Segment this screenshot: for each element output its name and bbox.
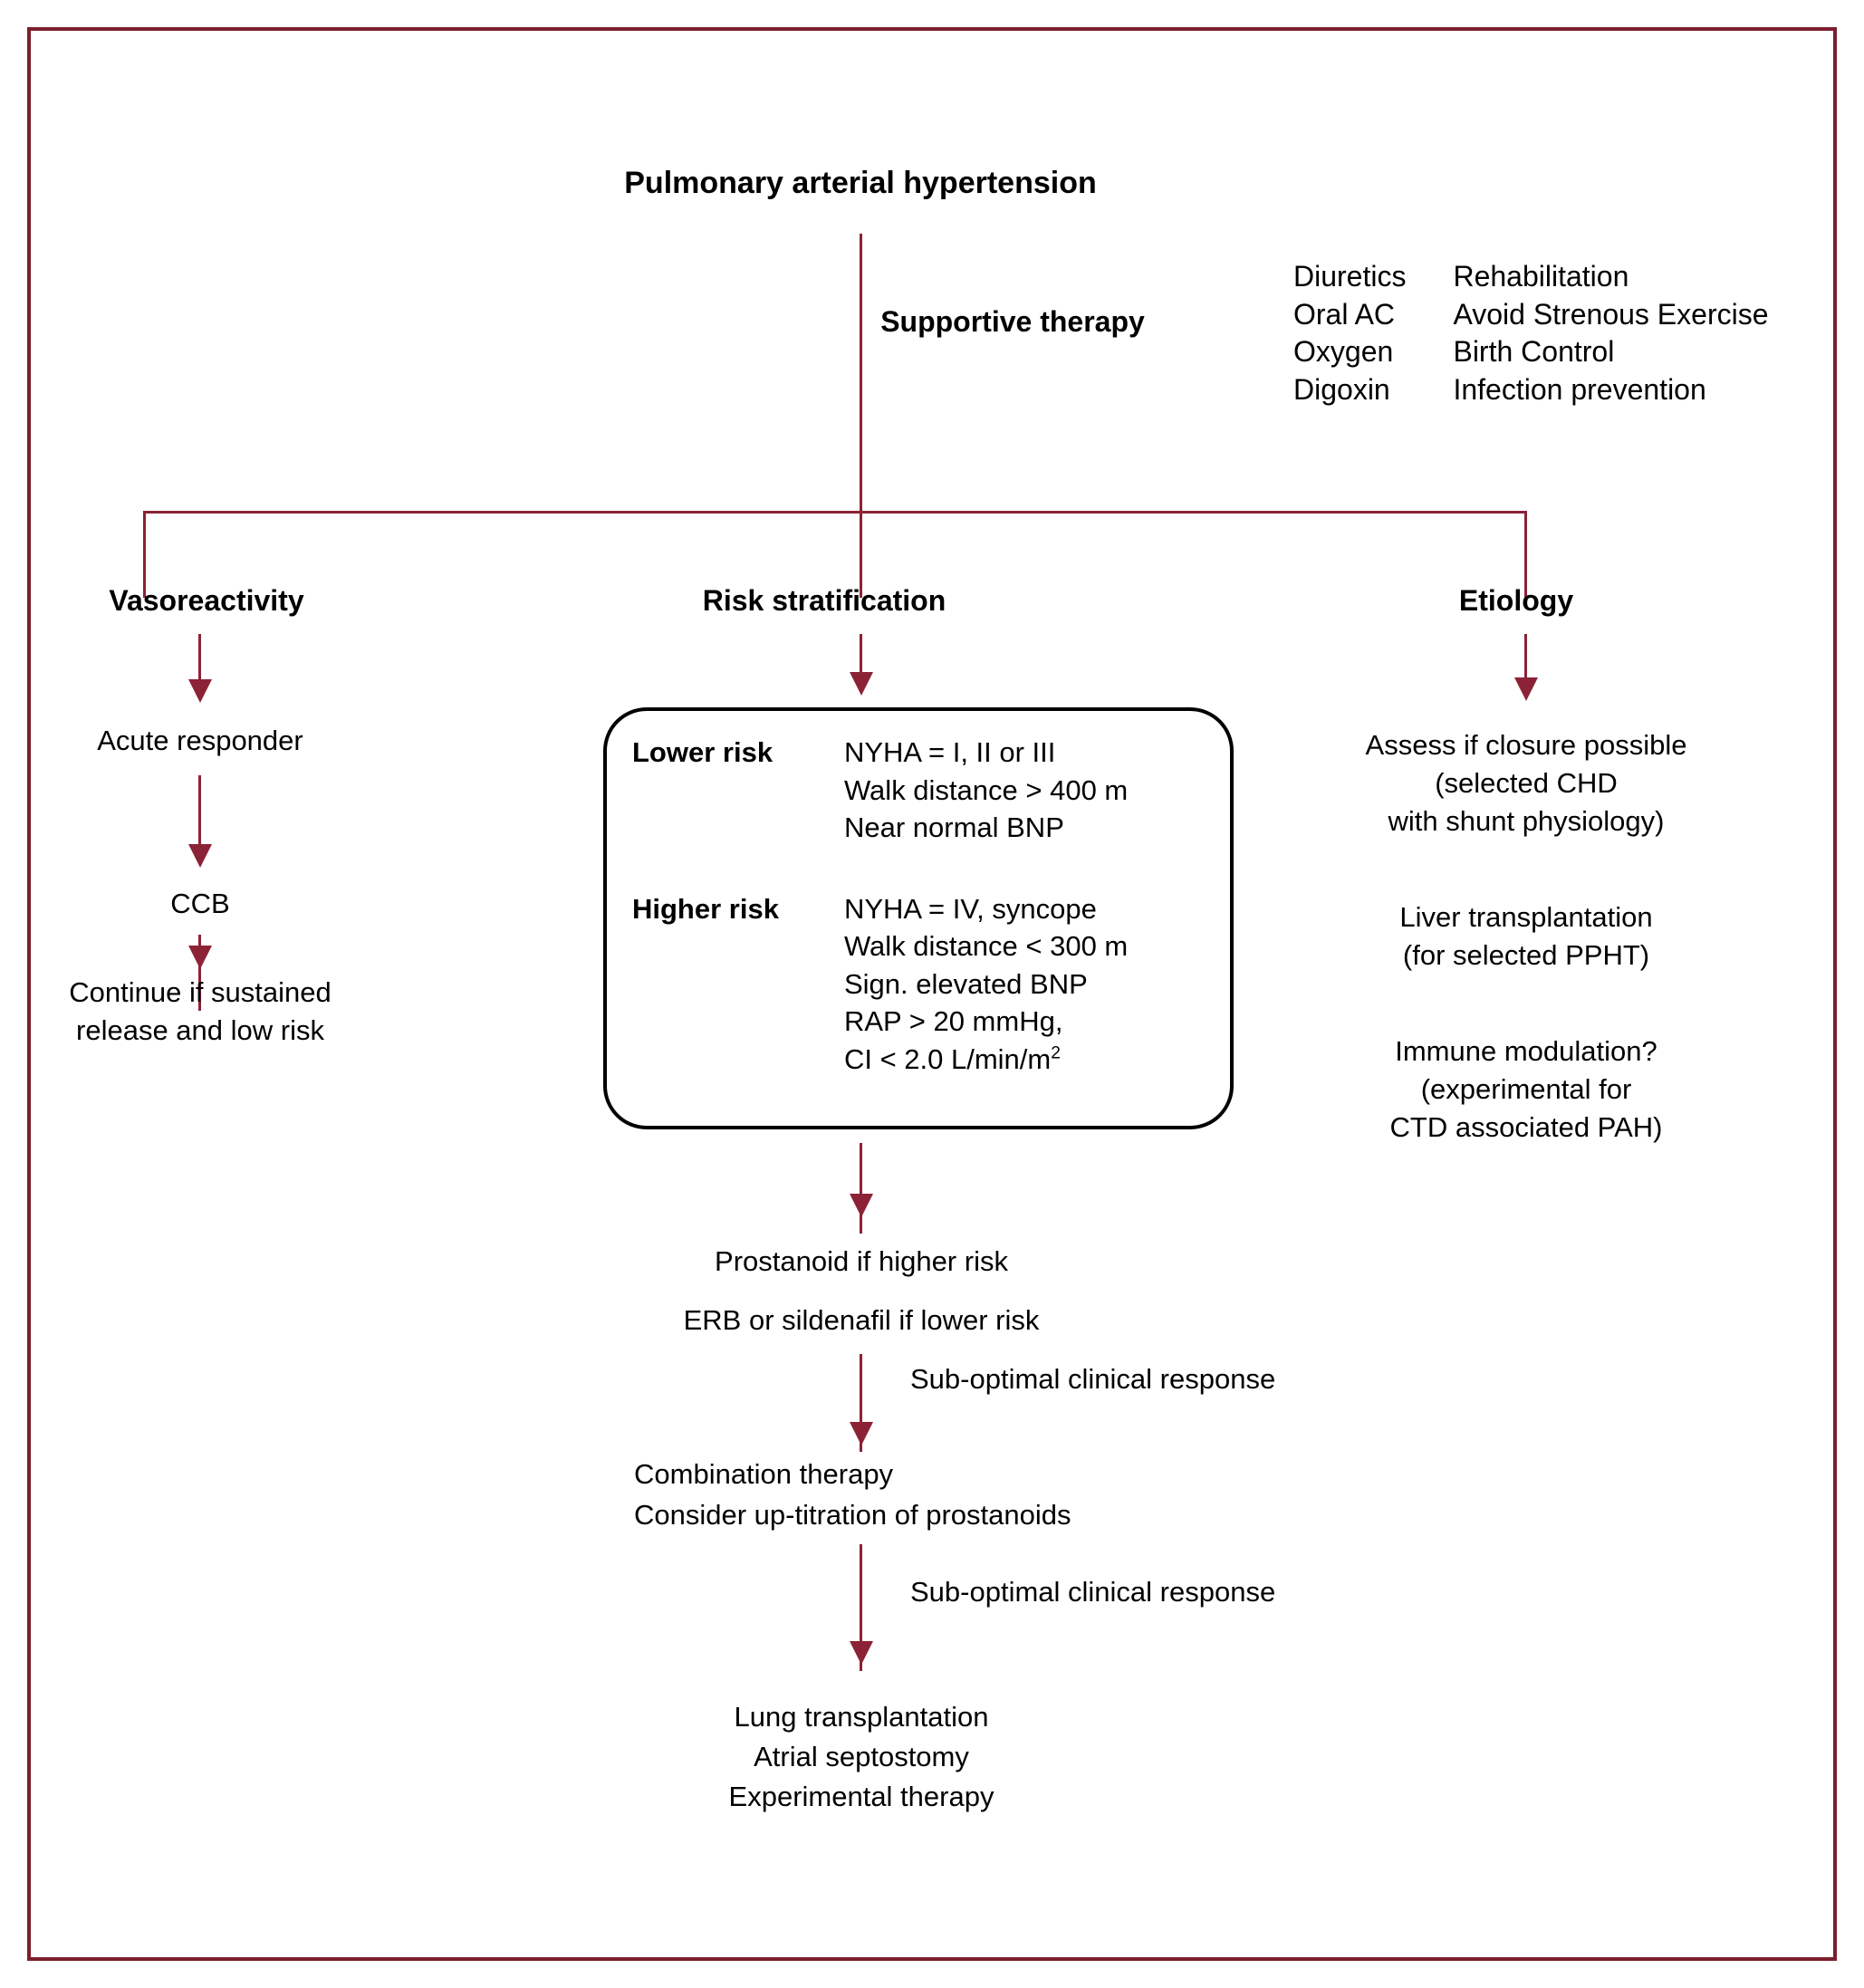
etiology-immune-line2: (experimental for: [1420, 1073, 1632, 1105]
connector-vaso-3: [198, 935, 201, 1011]
risk-lower-label: Lower risk: [632, 736, 773, 768]
supportive-item-left: Diuretics: [1293, 260, 1407, 293]
etiology-closure-line3: with shunt physiology): [1388, 805, 1665, 837]
supportive-item-left: Oxygen: [1293, 335, 1394, 369]
risk-ci-superscript: 2: [1051, 1043, 1061, 1063]
vaso-step-continue-line1: Continue if sustained: [69, 976, 331, 1008]
arrowhead-response-2: [850, 1641, 873, 1665]
arrowhead-etiology-1: [1514, 677, 1538, 701]
supportive-item-right: Avoid Strenous Exercise: [1453, 297, 1769, 331]
risk-lower-criterion: Near normal BNP: [843, 812, 1064, 844]
supportive-item-left: Digoxin: [1293, 372, 1390, 406]
risk-grid-spacer: [632, 1003, 779, 1041]
arrowhead-vaso-1: [188, 679, 212, 703]
supportive-therapy-list: Diuretics Rehabilitation Oral AC Avoid S…: [1293, 258, 1769, 408]
final-option-lung-transplantation: Lung transplantation: [734, 1701, 989, 1733]
connector-branch-center-drop: [860, 511, 862, 598]
connector-vaso-2: [198, 775, 201, 850]
arrowhead-response-1: [850, 1422, 873, 1445]
connector-response-2: [860, 1544, 862, 1671]
suboptimal-response-label-1: Sub-optimal clinical response: [910, 1363, 1276, 1395]
risk-higher-label: Higher risk: [632, 892, 779, 925]
etiology-liver-line2: (for selected PPHT): [1402, 939, 1650, 971]
risk-higher-criterion-ci: CI < 2.0 L/min/m2: [844, 1041, 1128, 1079]
combination-therapy-line2: Consider up-titration of prostanoids: [634, 1499, 1071, 1531]
supportive-item-right: Infection prevention: [1453, 372, 1706, 406]
supportive-item-right: Birth Control: [1453, 335, 1615, 369]
branch-header-risk-stratification: Risk stratification: [702, 584, 946, 617]
vaso-step-ccb: CCB: [170, 888, 230, 919]
arrowhead-vaso-2: [188, 844, 212, 868]
page-title: Pulmonary arterial hypertension: [624, 166, 1097, 200]
connector-branch-bar: [143, 511, 1527, 514]
vaso-step-acute-responder: Acute responder: [97, 725, 303, 756]
final-option-atrial-septostomy: Atrial septostomy: [754, 1741, 969, 1772]
connector-response-1: [860, 1354, 862, 1452]
risk-grid-spacer: [632, 809, 779, 847]
suboptimal-response-label-2: Sub-optimal clinical response: [910, 1576, 1276, 1608]
risk-ci-text: CI < 2.0 L/min/m: [843, 1042, 1052, 1075]
risk-higher-criterion: Walk distance < 300 m: [843, 930, 1129, 963]
etiology-immune-line3: CTD associated PAH): [1389, 1111, 1663, 1143]
arrowhead-vaso-3: [188, 946, 212, 969]
arrowhead-risk-2: [850, 1194, 873, 1217]
supportive-therapy-label: Supportive therapy: [880, 305, 1145, 338]
connector-branch-left-drop: [143, 511, 146, 598]
connector-branch-right-drop: [1524, 511, 1527, 598]
etiology-closure-line2: (selected CHD: [1435, 767, 1618, 799]
connector-vaso-1: [198, 634, 201, 685]
risk-grid-gap: [632, 847, 1128, 890]
supportive-item-left: Oral AC: [1293, 297, 1396, 331]
risk-grid-spacer: [632, 772, 779, 810]
therapy-erb-line: ERB or sildenafil if lower risk: [683, 1304, 1040, 1336]
arrowhead-risk-1: [850, 672, 873, 696]
figure-border: [27, 27, 1837, 1961]
branch-header-etiology: Etiology: [1458, 584, 1574, 617]
vaso-step-continue-line2: release and low risk: [76, 1014, 324, 1046]
connector-risk-2: [860, 1143, 862, 1234]
risk-stratification-box: [603, 707, 1234, 1129]
therapy-prostanoid-line: Prostanoid if higher risk: [715, 1245, 1008, 1277]
etiology-closure-line1: Assess if closure possible: [1365, 729, 1687, 761]
risk-grid-spacer: [632, 927, 779, 965]
connector-risk-1: [860, 634, 862, 687]
etiology-immune-line1: Immune modulation?: [1395, 1035, 1657, 1067]
risk-higher-criterion: RAP > 20 mmHg,: [843, 1005, 1063, 1038]
final-option-experimental-therapy: Experimental therapy: [728, 1781, 994, 1812]
branch-header-vasoreactivity: Vasoreactivity: [109, 584, 304, 617]
risk-grid-spacer: [632, 1041, 779, 1079]
etiology-liver-line1: Liver transplantation: [1399, 901, 1653, 933]
connector-etiology-1: [1524, 634, 1527, 685]
risk-lower-criterion: NYHA = I, II or III: [843, 736, 1056, 768]
risk-criteria-grid: Lower risk NYHA = I, II or III Walk dist…: [632, 734, 1128, 1078]
risk-lower-criterion: Walk distance > 400 m: [843, 773, 1129, 806]
combination-therapy-line1: Combination therapy: [634, 1458, 894, 1490]
risk-higher-criterion: NYHA = IV, syncope: [843, 892, 1097, 925]
risk-grid-spacer: [632, 965, 779, 1004]
risk-higher-criterion: Sign. elevated BNP: [843, 967, 1088, 1000]
connector-title-to-branches: [860, 234, 862, 513]
supportive-item-right: Rehabilitation: [1453, 260, 1629, 293]
